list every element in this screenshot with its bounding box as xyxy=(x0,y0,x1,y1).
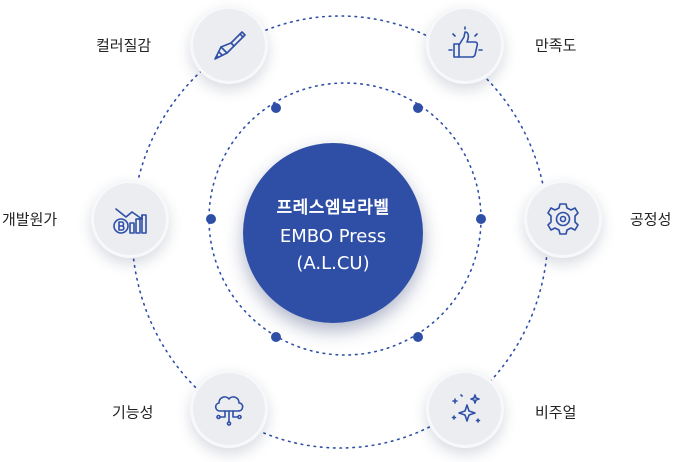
node-satisfaction xyxy=(426,6,504,84)
label-function: 기능성 xyxy=(112,403,154,422)
paint-brush-icon xyxy=(214,31,246,60)
orbit-dot xyxy=(206,214,216,224)
label-process: 공정성 xyxy=(630,210,672,229)
center-circle: 프레스엠보라벨 EMBO Press (A.L.CU) xyxy=(243,143,423,323)
bitcoin-chart-down-icon xyxy=(113,208,147,234)
cloud-network-icon xyxy=(214,396,244,426)
orbit-dot xyxy=(476,214,486,224)
label-color-texture: 컬러질감 xyxy=(96,36,152,55)
label-dev-cost: 개발원가 xyxy=(2,210,58,229)
center-title-ko: 프레스엠보라벨 xyxy=(276,197,390,218)
center-title-en: EMBO Press xyxy=(279,225,387,247)
label-visual: 비주얼 xyxy=(535,403,577,422)
orbit-dot xyxy=(413,332,423,342)
sparkle-icon xyxy=(451,394,481,423)
label-satisfaction: 만족도 xyxy=(535,36,577,55)
node-dev-cost xyxy=(91,180,169,258)
orbit-dot xyxy=(413,103,423,113)
node-visual xyxy=(426,370,504,448)
orbit-dot xyxy=(271,332,281,342)
gear-icon xyxy=(547,203,579,235)
node-process xyxy=(524,180,602,258)
node-color-texture xyxy=(190,6,268,84)
thumbs-up-icon xyxy=(448,26,483,58)
node-function xyxy=(190,370,268,448)
center-subtitle: (A.L.CU) xyxy=(296,252,370,274)
orbit-dot xyxy=(271,103,281,113)
